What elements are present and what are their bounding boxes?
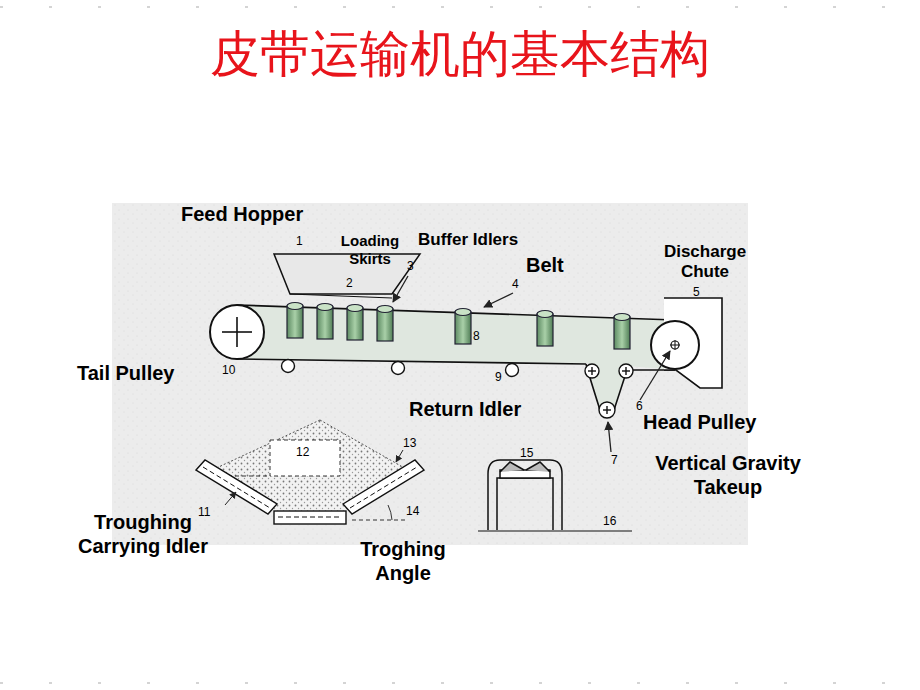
idler-frame (478, 460, 632, 531)
callout-number: 3 (407, 259, 414, 273)
loading-skirt (290, 294, 392, 298)
callout-number: 5 (693, 285, 700, 299)
callout-number: 6 (636, 399, 643, 413)
return-idlers (282, 360, 519, 377)
part-name: Head Pulley (643, 410, 756, 434)
callout-number: 2 (346, 276, 353, 290)
part-name: Discharge Chute (648, 242, 762, 283)
callout-number: 4 (512, 277, 519, 291)
tail-pulley (210, 305, 264, 359)
feed-hopper (274, 254, 420, 294)
leader-arrows (393, 276, 670, 452)
slide-title: 皮带运输机的基本结构 (0, 24, 920, 84)
part-name: Belt (526, 253, 564, 277)
takeup-pulleys (585, 364, 633, 418)
callout-number: 1 (296, 234, 303, 248)
part-name: Troghing Angle (340, 537, 466, 585)
belt (237, 305, 675, 414)
callout-number: 14 (406, 504, 419, 518)
callout-number: 16 (603, 514, 616, 528)
callout-number: 10 (222, 363, 235, 377)
callout-number: 8 (473, 329, 480, 343)
part-name: Buffer Idlers (418, 230, 518, 250)
part-name: Loading Skirts (330, 232, 410, 268)
callout-number: 15 (520, 446, 533, 460)
callout-number: 13 (403, 436, 416, 450)
callout-number: 12 (296, 445, 309, 459)
part-name: Feed Hopper (181, 202, 303, 226)
part-name: Vertical Gravity Takeup (636, 451, 820, 499)
head-pulley (651, 321, 699, 369)
slide-border (0, 7, 920, 683)
part-name: Tail Pulley (77, 361, 174, 385)
part-name: Return Idler (409, 397, 521, 421)
callout-number: 7 (611, 453, 618, 467)
carrying-idlers (287, 303, 630, 350)
illustration-ground (112, 203, 748, 545)
trough-section (196, 420, 424, 524)
callout-number: 9 (495, 370, 502, 384)
callout-number: 11 (198, 505, 210, 519)
